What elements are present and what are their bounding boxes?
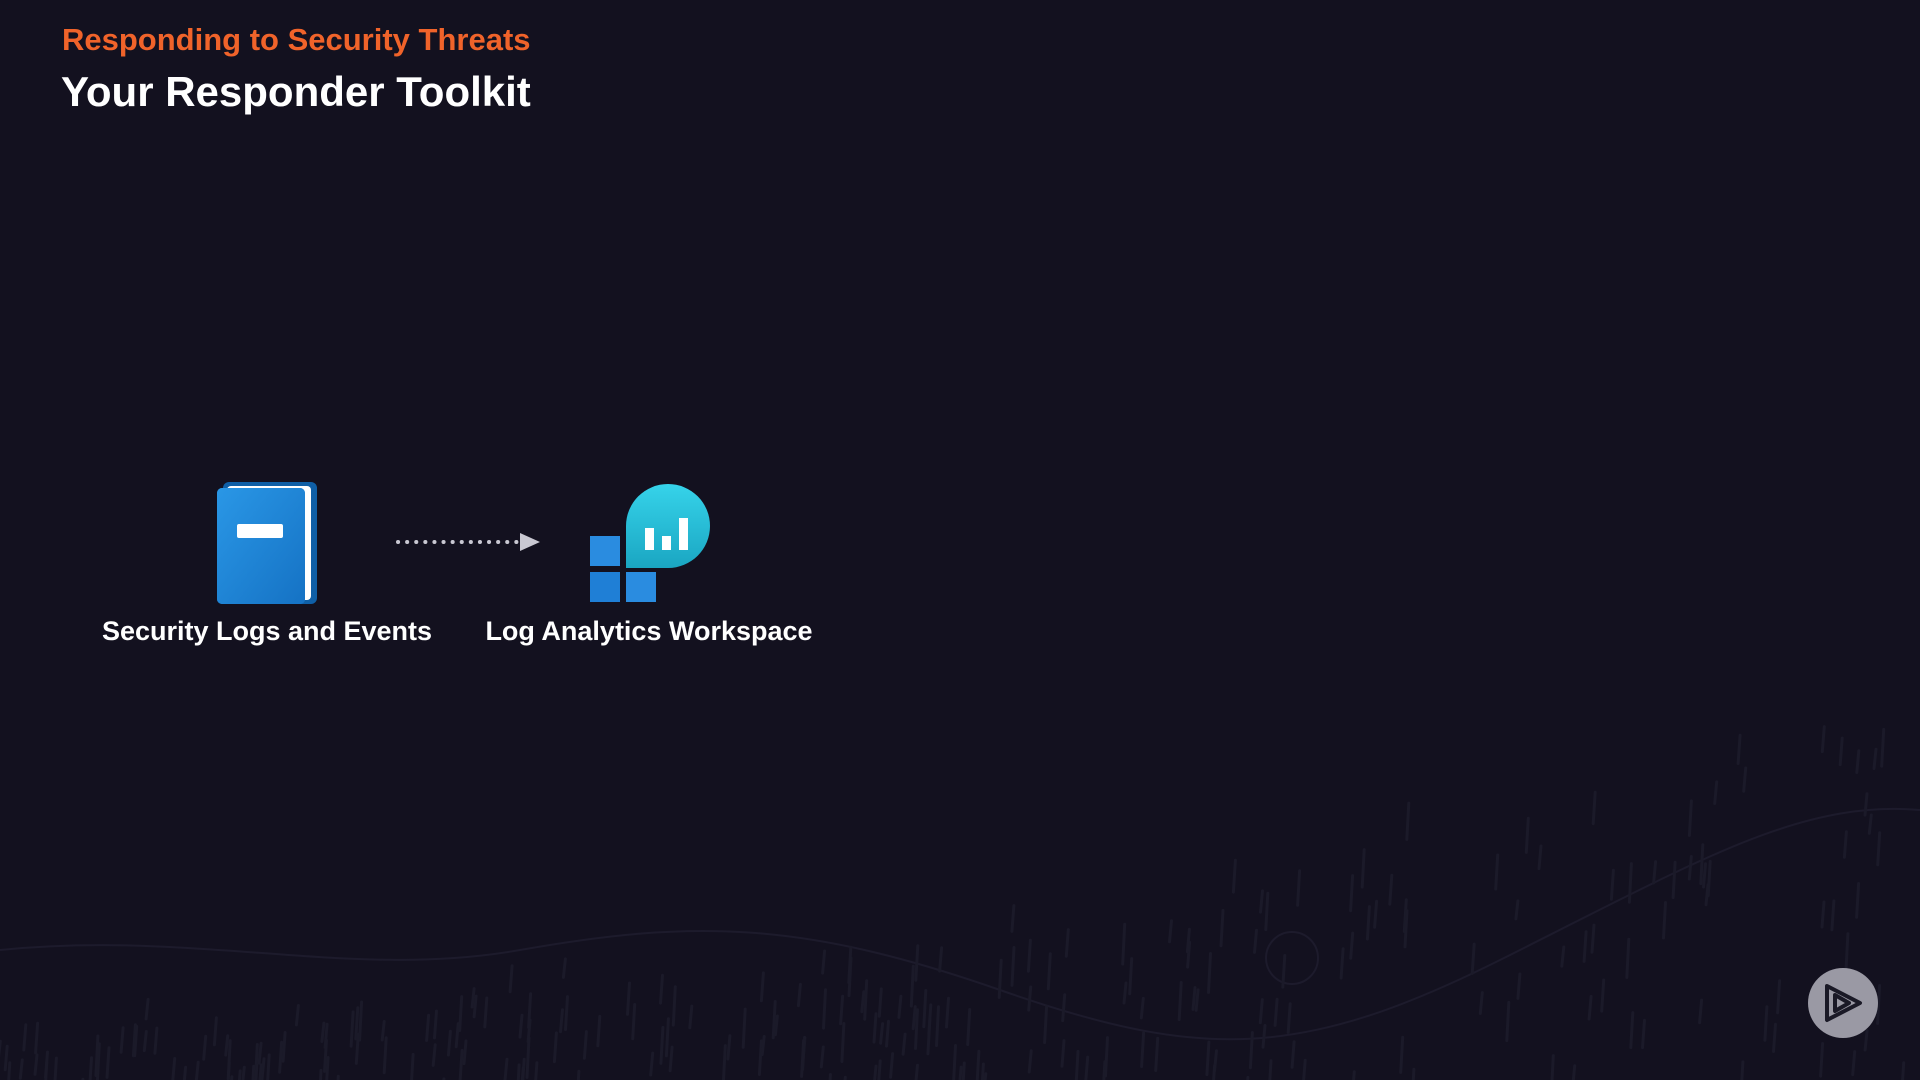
- slide-title: Your Responder Toolkit: [61, 68, 531, 115]
- player-logo-button[interactable]: [1808, 968, 1878, 1038]
- node-label: Security Logs and Events: [101, 616, 433, 646]
- node-label: Log Analytics Workspace: [485, 616, 813, 646]
- slide-kicker: Responding to Security Threats: [62, 22, 531, 57]
- book-icon: [217, 482, 317, 604]
- log-analytics-icon: [590, 484, 710, 602]
- dotted-arrow-icon: [396, 533, 540, 551]
- play-logo-icon: [1825, 984, 1862, 1022]
